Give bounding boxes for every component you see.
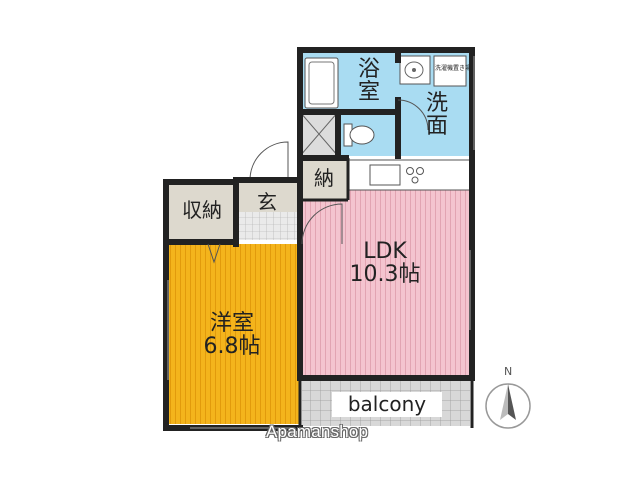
bath-label: 浴室 (357, 57, 380, 106)
balcony-label: balcony (332, 392, 442, 417)
western-room-area (168, 244, 300, 424)
small-closet-area (302, 160, 348, 200)
genkan-tile (238, 212, 300, 240)
compass-icon (485, 383, 531, 429)
kitchen-counter (347, 159, 471, 191)
closet-area (168, 184, 236, 242)
laundry-note: 洗濯機置き場 (435, 65, 472, 72)
entrance-label: 玄 (257, 190, 277, 214)
closet-label: 収納 (182, 198, 222, 222)
compass-north-label: N (504, 365, 513, 378)
laundry-spot (433, 55, 467, 87)
small-closet-label: 納 (314, 166, 334, 190)
watermark: Apamanshop (266, 422, 369, 441)
washroom-label: 洗面 (425, 91, 448, 140)
